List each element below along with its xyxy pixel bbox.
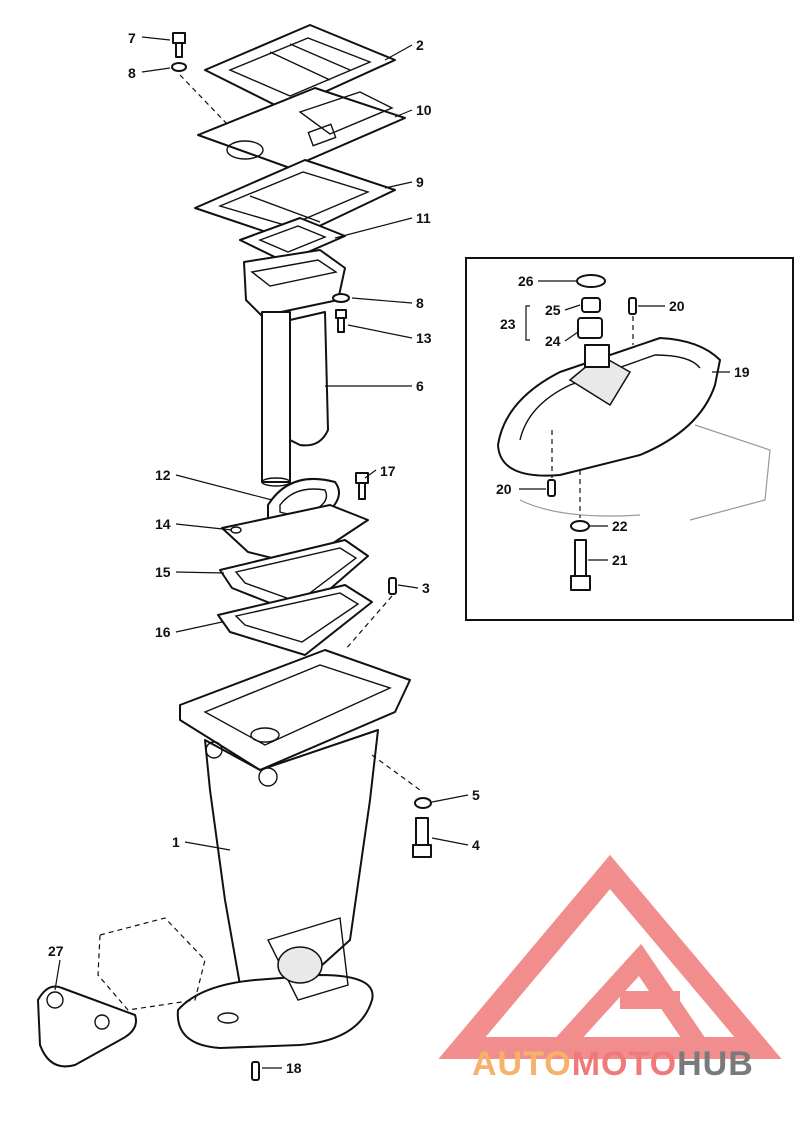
callout-11: 11 [416,210,431,226]
callout-7: 7 [128,30,136,46]
callout-26: 26 [518,273,534,289]
callout-9: 9 [416,174,424,190]
part-8-washer-top [171,62,187,72]
part-27-bracket [37,917,206,1068]
callout-6: 6 [416,378,424,394]
part-13-screw [335,309,347,333]
part-7-bolt [172,32,186,58]
callout-4: 4 [472,837,480,853]
callout-1: 1 [172,834,180,850]
part-20-dowel-top [628,297,637,315]
callout-20-bottom: 20 [496,481,512,497]
part-6-exhaust-tube [243,249,346,487]
part-3-dowel [388,577,397,595]
part-2-gasket [204,24,396,111]
part-5-washer [414,797,432,809]
part-24-bushing [577,317,603,339]
callout-2: 2 [416,37,424,53]
callout-5: 5 [472,787,480,803]
callout-18: 18 [286,1060,302,1076]
callout-8-mid: 8 [416,295,424,311]
part-20-dowel-bottom [547,479,556,497]
part-9-gasket [194,159,396,241]
part-17-bolt [355,472,369,500]
callout-25: 25 [545,302,561,318]
callout-10: 10 [416,102,432,118]
callout-20-top: 20 [669,298,685,314]
callout-15: 15 [155,564,171,580]
callout-labels: 7 8 2 10 9 11 8 13 6 12 17 14 15 16 3 5 … [48,30,750,1076]
callout-23: 23 [500,316,516,332]
part-21-bolt [570,539,591,591]
callout-14: 14 [155,516,171,532]
watermark-triangle-icon [438,854,782,1059]
callout-24: 24 [545,333,561,349]
watermark-hub: HUB [677,1045,754,1083]
part-25-bushing [581,297,601,313]
callout-19: 19 [734,364,750,380]
part-26-ring [576,274,606,288]
part-16-gasket [217,584,373,656]
part-18-dowel [251,1061,260,1081]
callout-13: 13 [416,330,432,346]
callout-27: 27 [48,943,64,959]
part-22-washer [570,520,590,532]
part-8-washer-mid [332,293,350,303]
callout-16: 16 [155,624,171,640]
callout-22: 22 [612,518,628,534]
svg-text:AUTOMOTOHUB: AUTOMOTOHUB [472,1045,754,1083]
callout-12: 12 [155,467,171,483]
inset-panel [465,257,794,621]
part-1-driveshaft-housing [176,649,411,1049]
callout-21: 21 [612,552,628,568]
part-10-plate [197,87,406,169]
watermark-moto: MOTO [572,1045,677,1083]
part-15-gasket [219,539,369,616]
leader-lines [54,36,730,1069]
callout-17: 17 [380,463,396,479]
part-4-bolt [412,817,432,858]
part-19-housing [497,337,721,477]
watermark-auto: AUTO [472,1045,572,1083]
watermark-logo: AUTOMOTOHUB [438,854,782,1083]
callout-8-top: 8 [128,65,136,81]
callout-3: 3 [422,580,430,596]
